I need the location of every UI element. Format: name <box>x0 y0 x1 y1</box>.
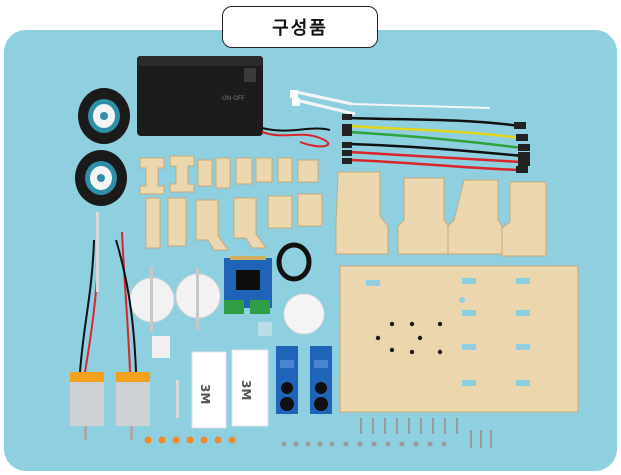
cable-ties <box>290 90 491 116</box>
double-sided-tape: 3M 3M <box>191 349 269 429</box>
wheel-top <box>78 88 130 144</box>
screws-nuts <box>281 418 492 448</box>
motor-left <box>70 239 104 440</box>
wheel-bottom <box>75 150 127 206</box>
motor-right <box>115 231 150 440</box>
page-title: 구성품 <box>222 6 378 48</box>
svg-text:ON OFF: ON OFF <box>222 95 245 102</box>
motor-driver-board <box>224 256 272 314</box>
rubber-ring <box>276 242 312 282</box>
ir-sensor-right <box>310 346 332 414</box>
motor-clip <box>152 336 170 358</box>
tape-brand-label-2: 3M <box>239 380 253 400</box>
battery-box: ON OFF <box>137 56 331 148</box>
plywood-side-plates <box>335 171 547 257</box>
gear-right <box>175 268 221 330</box>
wheel-caster <box>283 293 325 335</box>
axle-rods <box>96 212 179 418</box>
jumper-wires <box>342 114 530 173</box>
plywood-small-parts <box>139 155 319 195</box>
plywood-brackets <box>145 193 323 251</box>
ir-sensor-left <box>276 346 298 414</box>
tape-brand-label: 3M <box>198 384 212 404</box>
spring <box>258 322 272 336</box>
gear-left <box>129 266 175 332</box>
plywood-base-plate <box>339 265 579 413</box>
orange-spacers <box>144 436 236 444</box>
